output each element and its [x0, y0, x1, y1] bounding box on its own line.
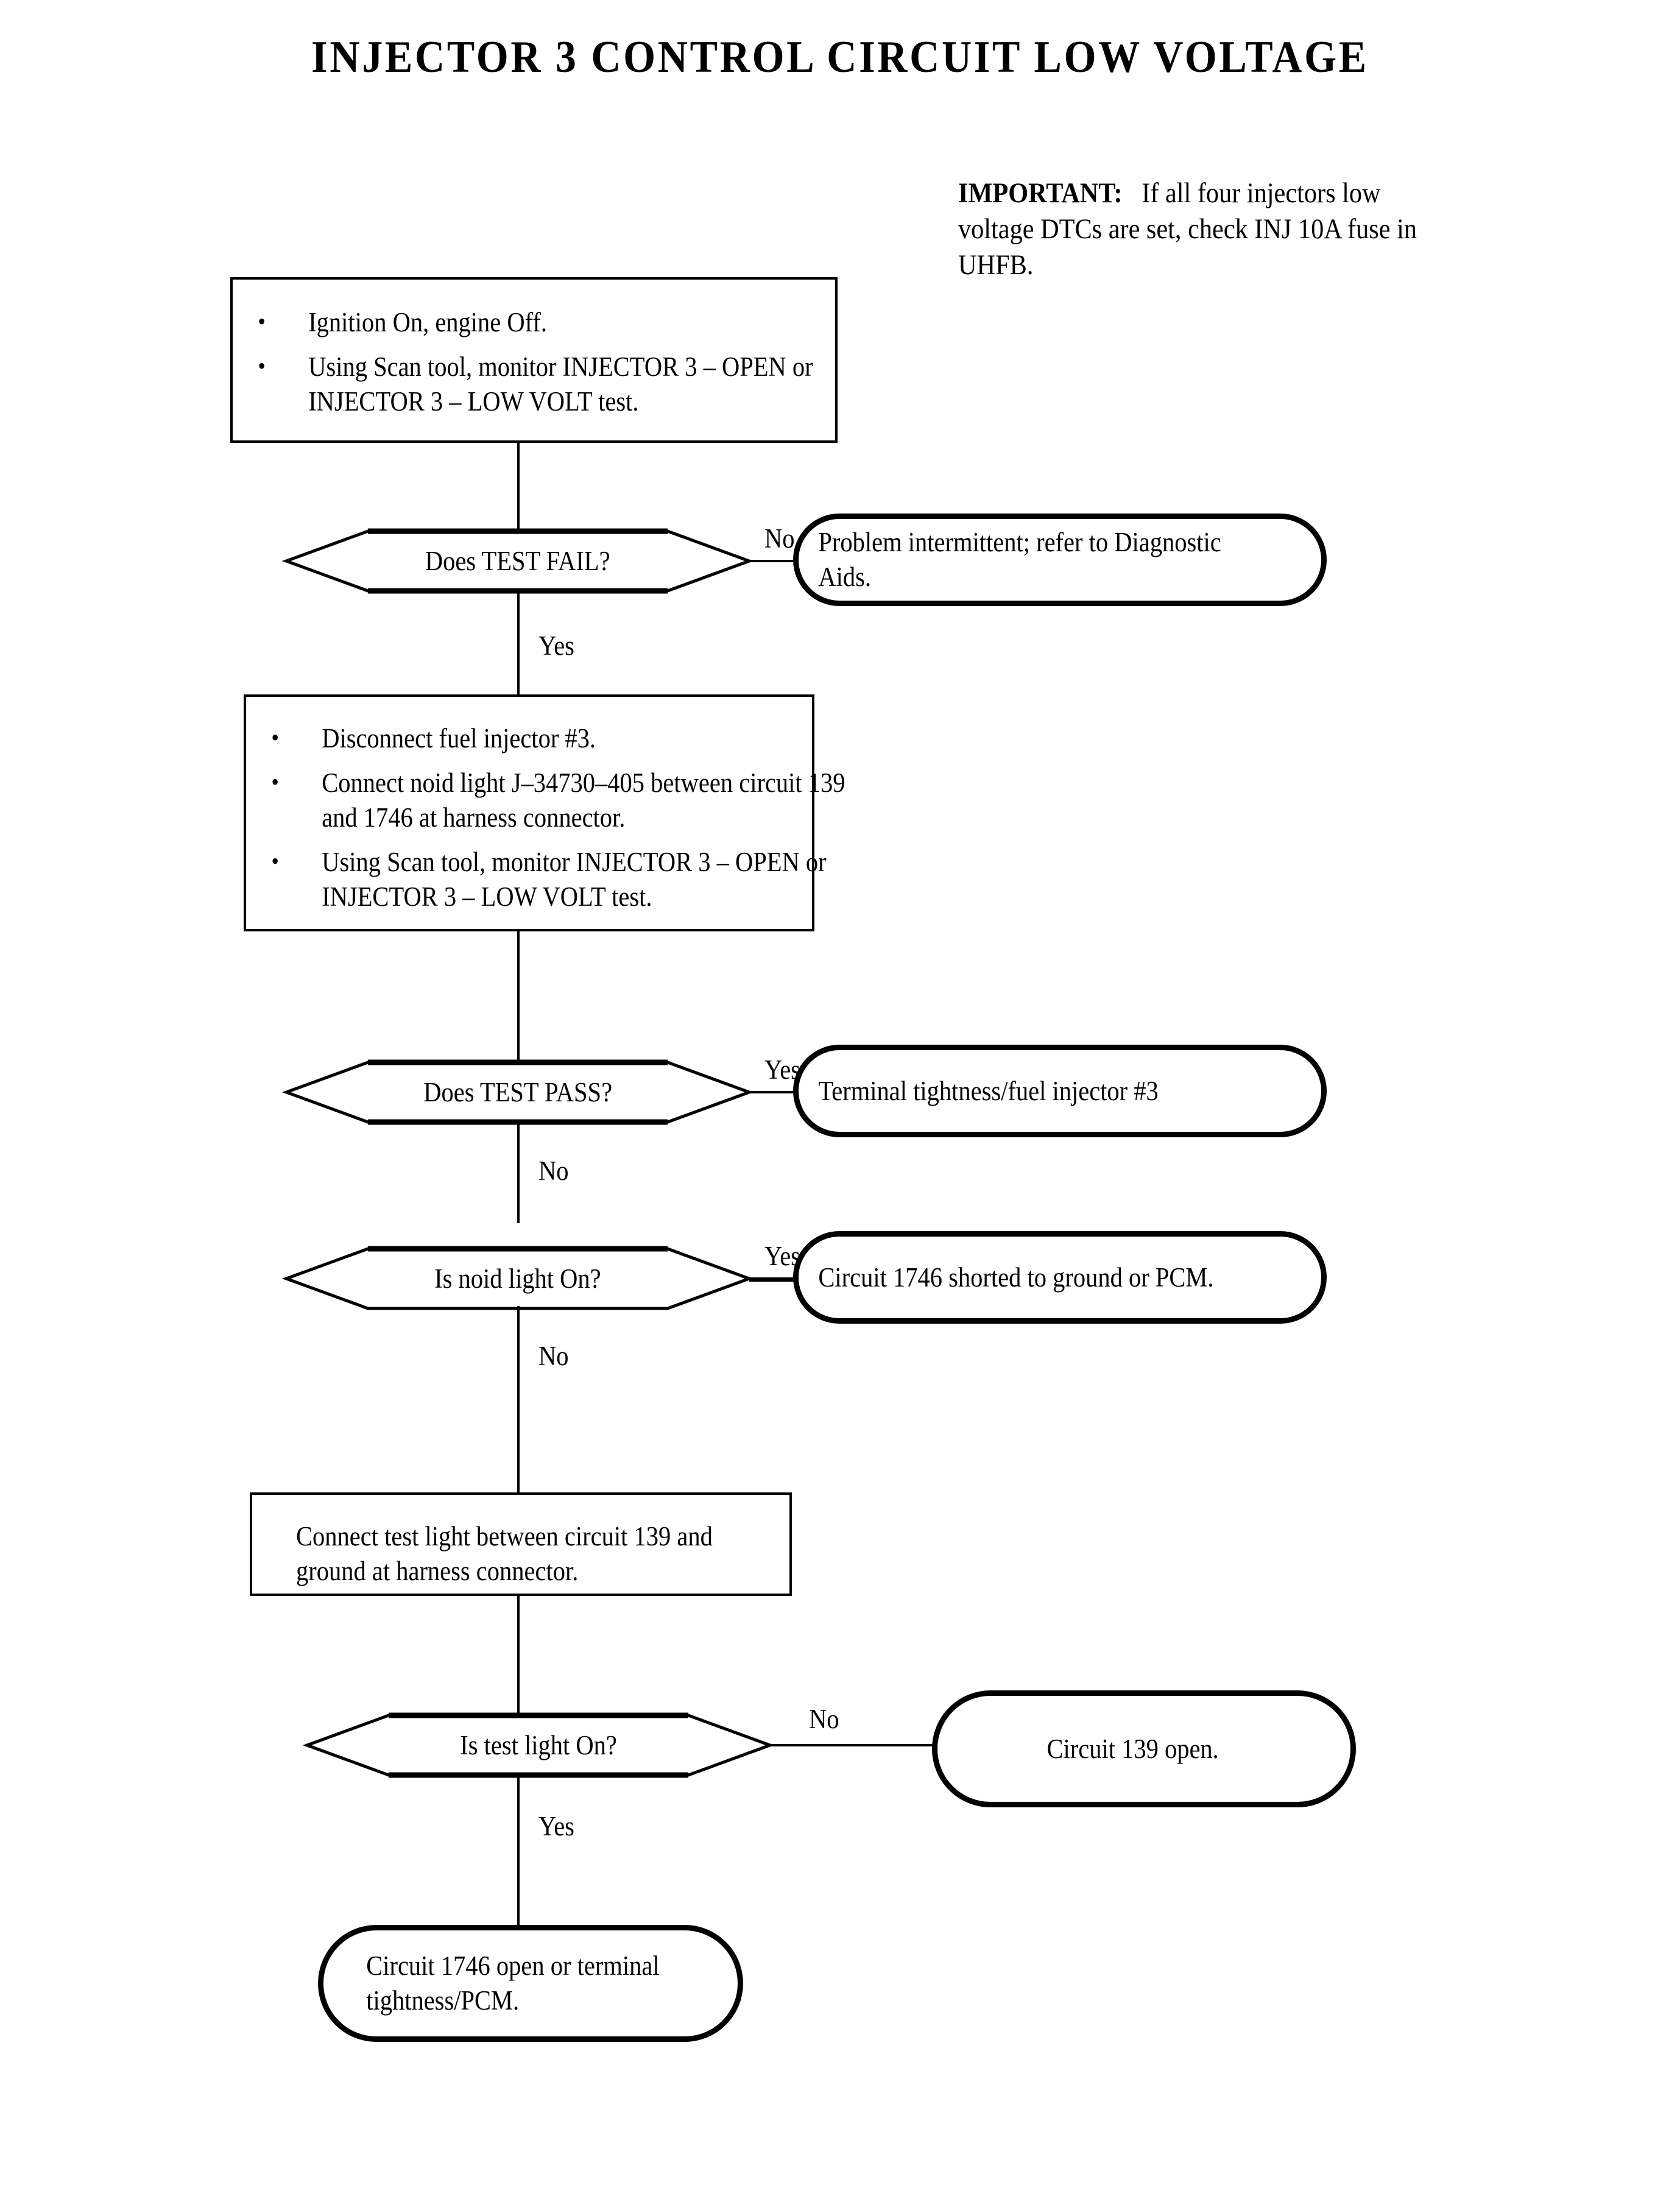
terminator-text: Terminal tightness/fuel injector #3	[818, 1075, 1159, 1106]
connector-decision3-no	[517, 1306, 520, 1495]
connector-step2-to-decision2	[517, 931, 520, 1064]
terminator-circuit-1746-open: Circuit 1746 open or terminal tightness/…	[318, 1925, 743, 2042]
list-item: Disconnect fuel injector #3.	[257, 720, 857, 756]
step1-bullet-list: Ignition On, engine Off. Using Scan tool…	[244, 304, 816, 419]
branch-label-decision4-yes: Yes	[538, 1811, 574, 1841]
page-title: INJECTOR 3 CONTROL CIRCUIT LOW VOLTAGE	[311, 32, 1369, 82]
connector-decision3-yes	[749, 1277, 796, 1282]
connector-decision1-no	[749, 560, 796, 562]
terminator-text: Circuit 1746 open or terminal tightness/…	[366, 1951, 660, 2016]
decision-does-test-fail: Does TEST FAIL?	[281, 528, 754, 594]
terminator-problem-intermittent: Problem intermittent; refer to Diagnosti…	[793, 514, 1327, 606]
process-box-step1: Ignition On, engine Off. Using Scan tool…	[230, 277, 838, 443]
important-note: IMPORTANT: If all four injectors low vol…	[958, 175, 1430, 283]
step2-bullet-list: Disconnect fuel injector #3. Connect noi…	[257, 720, 845, 914]
decision2-label: Does TEST PASS?	[423, 1077, 612, 1107]
branch-label-decision3-no: No	[538, 1341, 569, 1371]
branch-label-decision2-no: No	[538, 1156, 569, 1186]
hexagon-shape	[281, 1059, 754, 1125]
list-item: Using Scan tool, monitor INJECTOR 3 – OP…	[257, 844, 857, 914]
hexagon-shape	[281, 1246, 754, 1310]
connector-decision2-yes	[749, 1091, 796, 1093]
terminator-text: Problem intermittent; refer to Diagnosti…	[818, 527, 1221, 592]
list-item: Ignition On, engine Off.	[244, 304, 880, 340]
terminator-text: Circuit 1746 shorted to ground or PCM.	[818, 1262, 1214, 1293]
process-box-step2: Disconnect fuel injector #3. Connect noi…	[244, 694, 845, 931]
decision-does-test-pass: Does TEST PASS?	[281, 1059, 754, 1125]
connector-decision1-yes	[517, 588, 520, 698]
branch-label-decision4-no: No	[809, 1704, 839, 1734]
decision1-label: Does TEST FAIL?	[425, 546, 610, 576]
list-item: Connect noid light J–34730–405 between c…	[257, 764, 857, 835]
step3-text: Connect test light between circuit 139 a…	[296, 1521, 713, 1586]
terminator-terminal-tightness: Terminal tightness/fuel injector #3	[793, 1045, 1327, 1137]
list-item: Using Scan tool, monitor INJECTOR 3 – OP…	[244, 348, 880, 419]
decision-is-noid-light-on: Is noid light On?	[281, 1246, 754, 1311]
hexagon-shape	[302, 1712, 775, 1778]
decision3-label: Is noid light On?	[434, 1263, 601, 1294]
important-note-body: If all four injectors low voltage DTCs a…	[958, 177, 1417, 281]
branch-label-decision1-no: No	[764, 523, 795, 554]
decision4-label: Is test light On?	[460, 1730, 617, 1760]
decision-is-test-light-on: Is test light On?	[302, 1712, 775, 1778]
important-note-spacer	[1129, 177, 1142, 209]
connector-decision2-no	[517, 1120, 520, 1223]
connector-step1-to-decision1	[517, 443, 520, 533]
terminator-circuit-1746-shorted: Circuit 1746 shorted to ground or PCM.	[793, 1231, 1327, 1324]
important-note-lead: IMPORTANT:	[958, 177, 1123, 209]
connector-decision4-yes	[517, 1773, 520, 1926]
terminator-circuit-139-open: Circuit 139 open.	[932, 1690, 1356, 1807]
branch-label-decision1-yes: Yes	[538, 630, 574, 661]
process-box-step3: Connect test light between circuit 139 a…	[250, 1492, 792, 1596]
connector-decision4-no	[770, 1744, 934, 1746]
terminator-text: Circuit 139 open.	[1046, 1733, 1219, 1764]
connector-step3-to-decision4	[517, 1596, 520, 1749]
